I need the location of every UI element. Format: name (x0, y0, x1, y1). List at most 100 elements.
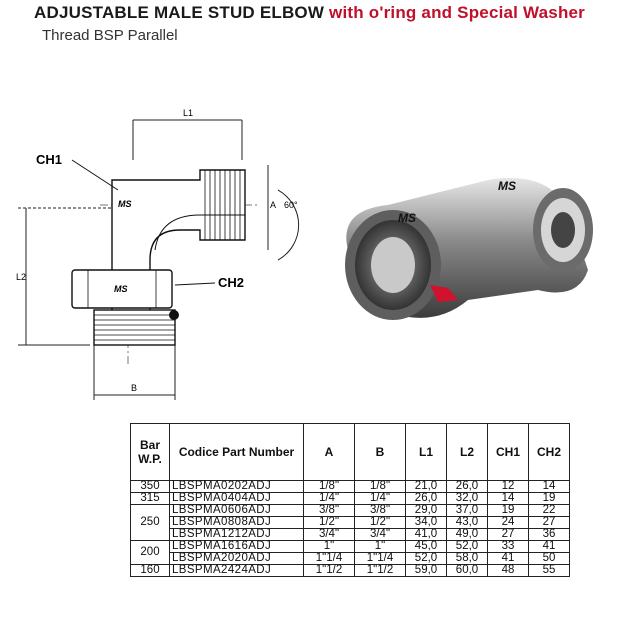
cell-l2: 49,0 (446, 528, 488, 541)
cell-bar: 350 (130, 480, 170, 493)
cell-l1: 26,0 (405, 492, 447, 505)
page-subtitle: Thread BSP Parallel (42, 27, 178, 44)
cell-a: 1"1/4 (303, 552, 355, 565)
cell-a: 1/4" (303, 492, 355, 505)
inner-bore (154, 214, 245, 251)
spec-table: Bar W.P. Codice Part Number A B L1 L2 CH… (130, 423, 570, 577)
col-ch2: CH2 (528, 423, 570, 481)
cell-ch1: 19 (487, 504, 529, 517)
fitting-render: MS MS (345, 178, 593, 320)
cell-ch1: 12 (487, 480, 529, 493)
ch1-leader (71, 159, 119, 191)
cell-code: LBSPMA0404ADJ (169, 492, 304, 505)
col-a: A (303, 423, 355, 481)
col-l1: L1 (405, 423, 447, 481)
cell-code: LBSPMA0808ADJ (169, 516, 304, 529)
cell-b: 1/2" (354, 516, 406, 529)
cell-code: LBSPMA0606ADJ (169, 504, 304, 517)
title-accent: with o'ring and Special Washer (329, 3, 585, 22)
cell-l1: 34,0 (405, 516, 447, 529)
cell-a: 3/4" (303, 528, 355, 541)
cell-l2: 60,0 (446, 564, 488, 577)
label-b: B (131, 383, 137, 393)
cell-ch2: 27 (528, 516, 570, 529)
ch2-leader (174, 282, 216, 286)
table-row: LBSPMA0808ADJ 1/2" 1/2" 34,0 43,0 24 27 (131, 516, 570, 529)
cell-code: LBSPMA2424ADJ (169, 564, 304, 577)
label-ch2: CH2 (218, 275, 244, 290)
stud-thread (93, 309, 176, 346)
col-ch1: CH1 (487, 423, 529, 481)
col-l2: L2 (446, 423, 488, 481)
cell-l1: 52,0 (405, 552, 447, 565)
cell-l2: 52,0 (446, 540, 488, 553)
cell-b: 1"1/4 (354, 552, 406, 565)
cell-b: 3/8" (354, 504, 406, 517)
table-row: 160 LBSPMA2424ADJ 1"1/2 1"1/2 59,0 60,0 … (130, 564, 570, 577)
cell-b: 1/4" (354, 492, 406, 505)
technical-drawing: CH1 CH2 L1 L2 B A 60° MS MS (16, 108, 300, 400)
cell-ch1: 48 (487, 564, 529, 577)
title-main: ADJUSTABLE MALE STUD ELBOW (34, 3, 325, 22)
table-row: 200 LBSPMA1616ADJ 1" 1" 45,0 52,0 33 41 (130, 540, 570, 565)
cell-a: 1"1/2 (303, 564, 355, 577)
cell-ch2: 55 (528, 564, 570, 577)
cell-ch1: 14 (487, 492, 529, 505)
cell-l1: 45,0 (405, 540, 447, 553)
label-l1: L1 (183, 108, 193, 118)
cell-code: LBSPMA1212ADJ (169, 528, 304, 541)
cell-ch2: 50 (528, 552, 570, 565)
cell-ch2: 22 (528, 504, 570, 517)
col-bar: Bar W.P. (130, 423, 170, 481)
drawing-logo-top: MS (118, 199, 132, 209)
cell-l2: 37,0 (446, 504, 488, 517)
table-row: 350 LBSPMA0202ADJ 1/8" 1/8" 21,0 26,0 12… (130, 480, 570, 493)
angle-arc (277, 189, 300, 261)
cell-code: LBSPMA2020ADJ (169, 552, 304, 565)
cell-ch2: 19 (528, 492, 570, 505)
label-ch1: CH1 (36, 152, 62, 167)
cell-code: LBSPMA0202ADJ (169, 480, 304, 493)
arm-thread (204, 170, 241, 240)
cell-l1: 59,0 (405, 564, 447, 577)
cell-code: LBSPMA1616ADJ (169, 540, 304, 553)
cell-l1: 29,0 (405, 504, 447, 517)
label-a: A (270, 200, 276, 210)
table-row: 250 LBSPMA0606ADJ 3/8" 3/8" 29,0 37,0 19… (130, 504, 570, 541)
cell-b: 3/4" (354, 528, 406, 541)
photo-logo-left: MS (398, 211, 416, 225)
cell-ch2: 36 (528, 528, 570, 541)
o-ring (169, 310, 179, 320)
cell-l2: 43,0 (446, 516, 488, 529)
cell-bar: 315 (130, 492, 170, 505)
cell-ch2: 14 (528, 480, 570, 493)
cell-l1: 21,0 (405, 480, 447, 493)
cell-bar: 200 (130, 540, 170, 565)
cell-l2: 32,0 (446, 492, 488, 505)
ch2-nut (71, 269, 173, 309)
table-row: LBSPMA1212ADJ 3/4" 3/4" 41,0 49,0 27 36 (131, 528, 570, 541)
cell-a: 1/8" (303, 480, 355, 493)
label-l2: L2 (16, 272, 26, 282)
table-row: LBSPMA2020ADJ 1"1/4 1"1/4 52,0 58,0 41 5… (131, 552, 570, 565)
cell-ch1: 41 (487, 552, 529, 565)
cell-ch1: 33 (487, 540, 529, 553)
special-washer (430, 285, 458, 302)
cell-ch1: 27 (487, 528, 529, 541)
product-photo: MS MS (345, 178, 593, 320)
drawing-logo-nut: MS (114, 284, 128, 294)
cell-bar: 160 (130, 564, 170, 577)
cell-l2: 26,0 (446, 480, 488, 493)
page-title: ADJUSTABLE MALE STUD ELBOW with o'ring a… (34, 3, 585, 23)
cell-a: 3/8" (303, 504, 355, 517)
cell-l2: 58,0 (446, 552, 488, 565)
cell-a: 1/2" (303, 516, 355, 529)
table-row: 315 LBSPMA0404ADJ 1/4" 1/4" 26,0 32,0 14… (130, 492, 570, 505)
cell-ch2: 41 (528, 540, 570, 553)
cell-ch1: 24 (487, 516, 529, 529)
cell-b: 1/8" (354, 480, 406, 493)
col-b: B (354, 423, 406, 481)
cell-l1: 41,0 (405, 528, 447, 541)
photo-logo-right: MS (498, 179, 516, 193)
cell-b: 1"1/2 (354, 564, 406, 577)
